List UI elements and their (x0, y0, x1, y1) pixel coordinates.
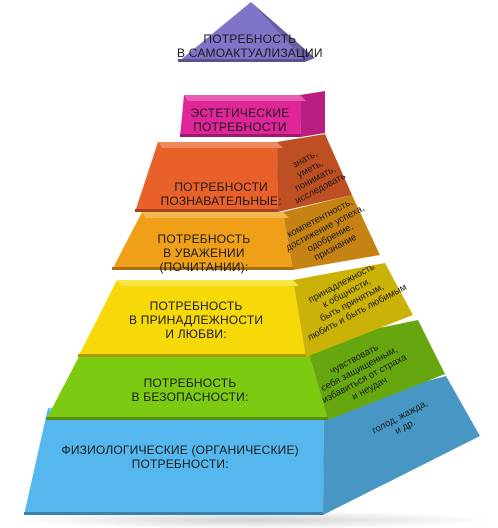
level-side-face (306, 320, 445, 420)
level-title-line: ПОТРЕБНОСТИ: (131, 457, 229, 471)
level-aesthetic (180, 91, 325, 137)
level-side-face (300, 91, 325, 137)
level-bottom-edge (180, 134, 301, 137)
level-side-face (323, 376, 480, 515)
level-front-face (178, 2, 305, 62)
level-bottom-edge (24, 512, 323, 515)
level-title-line: ПОТРЕБНОСТЬ (149, 299, 243, 313)
level-title-line: ПОТРЕБНОСТЬ (203, 32, 297, 46)
level-front-face (24, 408, 324, 515)
level-belonging (78, 263, 413, 357)
level-side-face (277, 134, 352, 212)
level-bottom-edge (178, 59, 305, 62)
level-bottom-edge (78, 354, 306, 357)
level-title-line: В БЕЗОПАСНОСТИ: (131, 390, 249, 404)
level-esteem (112, 195, 380, 270)
level-self-actualization (178, 2, 315, 62)
level-top-bevel (184, 95, 306, 101)
level-front-face (46, 343, 328, 420)
level-bottom-edge (135, 209, 278, 212)
level-front-face (180, 95, 301, 137)
level-bottom-edge (112, 267, 293, 270)
level-front-face (135, 142, 278, 212)
level-title-line: В УВАЖЕНИИ (163, 246, 245, 260)
level-title-line: (ПОЧИТАНИИ): (159, 260, 249, 274)
level-title-line: В САМОАКТУАЛИЗАЦИИ (177, 46, 323, 60)
level-title-line: ПОТРЕБНОСТЬ (157, 232, 251, 246)
level-title-line: В ПРИНАДЛЕЖНОСТИ (129, 313, 264, 327)
level-title-physiological: ФИЗИОЛОГИЧЕСКИЕ (ОРГАНИЧЕСКИЕ)ПОТРЕБНОСТ… (62, 443, 299, 471)
level-front-face (112, 212, 293, 270)
level-side-face (283, 195, 380, 270)
level-cognitive (135, 134, 352, 212)
pyramid-shadow (15, 511, 495, 528)
level-title-line: ПОТРЕБНОСТИ (193, 120, 287, 134)
level-title-line: И ЛЮБВИ: (165, 327, 227, 341)
level-bottom-edge (46, 417, 328, 420)
level-side-face (293, 263, 413, 357)
level-top-bevel (158, 142, 283, 148)
level-side-face (251, 2, 315, 62)
level-front-face (78, 280, 306, 357)
level-top-bevel (117, 280, 299, 286)
level-title-line: ЭСТЕТИЧЕСКИЕ (190, 106, 290, 120)
level-title-line: ПОЗНАВАТЕЛЬНЫЕ: (160, 194, 282, 208)
level-title-line: ПОТРЕБНОСТЬ (143, 376, 237, 390)
level-title-line: ПОТРЕБНОСТИ (174, 180, 268, 194)
level-top-bevel (142, 212, 289, 218)
level-title-line: ФИЗИОЛОГИЧЕСКИЕ (ОРГАНИЧЕСКИЕ) (61, 443, 299, 457)
